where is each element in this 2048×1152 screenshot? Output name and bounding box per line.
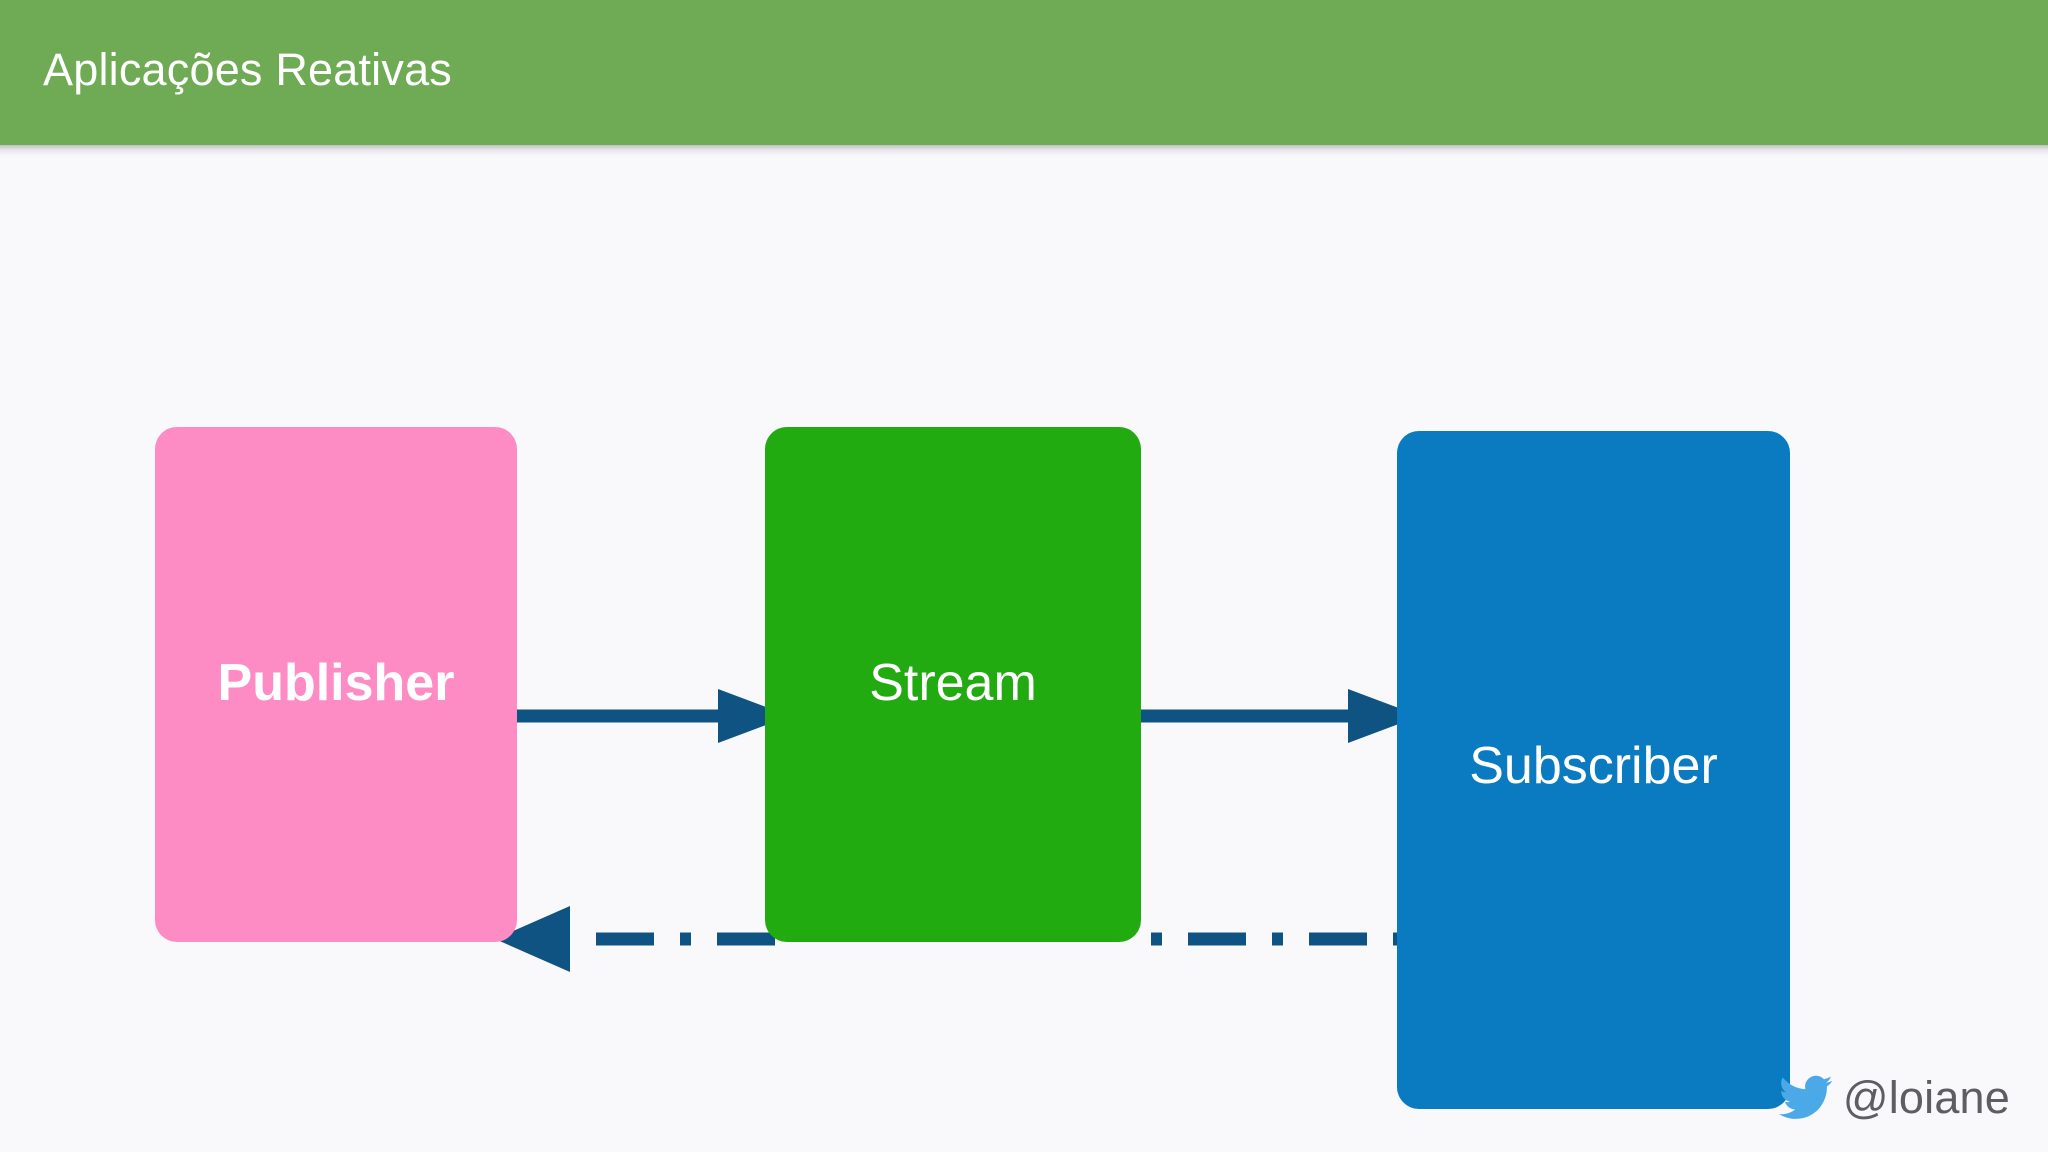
- page-title: Aplicações Reativas: [43, 44, 452, 95]
- diagram-node-subscriber-label: Subscriber: [1469, 737, 1718, 795]
- slide-header: Aplicações Reativas: [0, 0, 2048, 145]
- connector-stream-to-publisher: [495, 906, 775, 972]
- connector-stream-to-subscriber: [1135, 689, 1420, 743]
- twitter-bird-icon: [1778, 1075, 1833, 1119]
- diagram-node-stream-label: Stream: [869, 653, 1037, 712]
- diagram-stage: Publisher Stream Subscriber: [0, 159, 2048, 1152]
- connector-publisher-to-stream: [505, 689, 790, 743]
- footer-handle[interactable]: @loiane: [1778, 1072, 2010, 1124]
- footer-handle-text: @loiane: [1842, 1072, 2010, 1123]
- diagram-node-publisher[interactable]: Publisher: [155, 427, 517, 942]
- diagram-node-stream[interactable]: Stream: [765, 427, 1141, 942]
- diagram-node-publisher-label: Publisher: [217, 653, 455, 712]
- header-shadow: [0, 145, 2048, 159]
- diagram-node-subscriber[interactable]: Subscriber: [1397, 431, 1790, 1109]
